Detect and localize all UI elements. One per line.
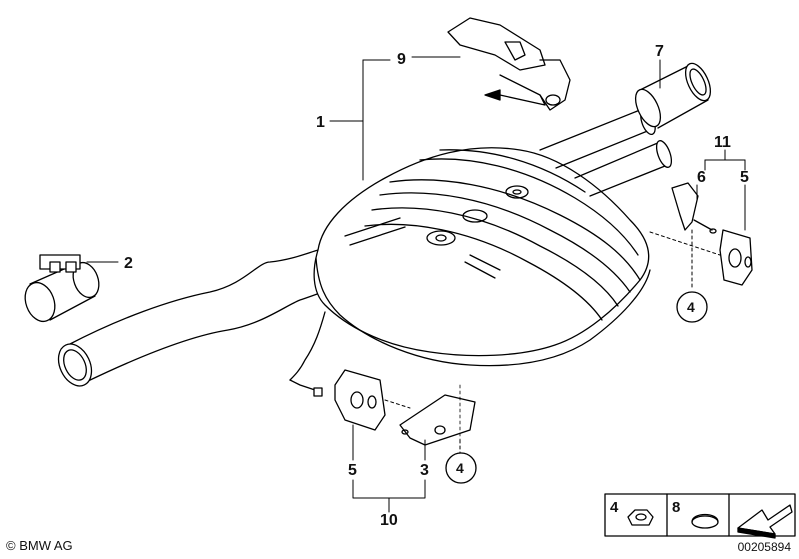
rubber-mount-right bbox=[719, 229, 753, 286]
legend-label-8: 8 bbox=[672, 499, 680, 516]
label-10: 10 bbox=[380, 512, 398, 529]
arrow-icon bbox=[737, 504, 793, 535]
clamp bbox=[24, 254, 100, 323]
label-7: 7 bbox=[655, 43, 664, 60]
label-4-right: 4 bbox=[687, 299, 695, 315]
sensor-line bbox=[289, 311, 326, 381]
bracket-lower bbox=[399, 384, 476, 446]
label-6: 6 bbox=[697, 169, 706, 186]
label-3: 3 bbox=[420, 462, 429, 479]
rear-silencer bbox=[313, 147, 651, 367]
label-5-lower: 5 bbox=[348, 462, 357, 479]
label-1: 1 bbox=[316, 114, 325, 131]
legend-box bbox=[604, 493, 796, 539]
front-pipe bbox=[57, 249, 331, 387]
copyright-text: © BMW AG bbox=[6, 538, 73, 553]
plug-icon bbox=[691, 515, 719, 529]
rubber-mount-lower bbox=[334, 369, 386, 431]
label-4-lower: 4 bbox=[456, 460, 464, 476]
label-11: 11 bbox=[714, 134, 731, 151]
callout-labels: 9 1 2 7 11 6 5 4 5 3 4 10 4 8 bbox=[124, 43, 749, 529]
bracket-right bbox=[671, 182, 717, 234]
sensor-fitting bbox=[313, 387, 323, 397]
legend-label-4: 4 bbox=[610, 499, 619, 516]
callout-circle-4-right bbox=[676, 291, 708, 323]
diagram-id: 00205894 bbox=[737, 540, 791, 554]
label-9: 9 bbox=[397, 51, 406, 68]
callout-circle-4-lower bbox=[445, 452, 477, 484]
label-5-right: 5 bbox=[740, 169, 749, 186]
nut-icon bbox=[627, 509, 654, 526]
hanger-bracket bbox=[447, 17, 571, 111]
leader-lines bbox=[86, 56, 746, 513]
label-2: 2 bbox=[124, 255, 133, 272]
tailpipe-trim bbox=[634, 62, 712, 129]
